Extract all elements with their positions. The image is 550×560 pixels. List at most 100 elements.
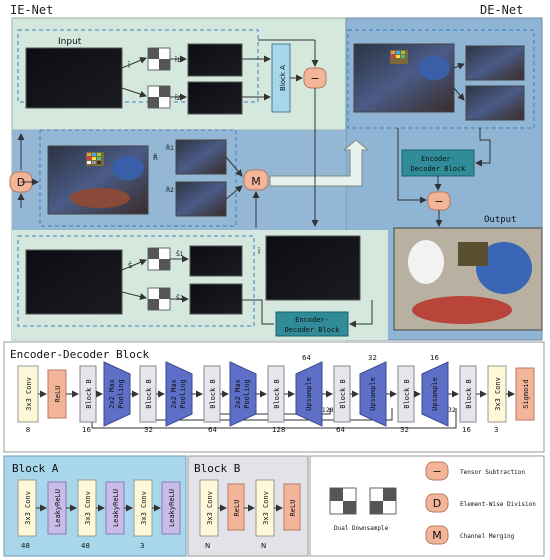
legend-divide-icon: [425, 493, 449, 513]
ed-maxpool-2-l1: 2x2 Max: [170, 379, 178, 409]
ed-relu-label: ReLU: [54, 386, 62, 403]
legend-checker-icon-2: [369, 487, 397, 515]
block-a-conv-3-label: 3x3 Conv: [140, 491, 148, 525]
network-overview: IE-Net DE-Net Input Ĩ Ĩ1 Ĩ2 Block A: [9, 3, 543, 341]
downsampled-image-i2: [187, 81, 243, 115]
ed-maxpool-3-l1: 2x2 Max: [234, 379, 242, 409]
block-b-n2: N: [261, 542, 266, 550]
i1-symbol: Ĩ1: [174, 57, 181, 64]
ed-block-b-5-label: Block B: [339, 379, 347, 409]
block-a-title: Block A: [12, 462, 59, 475]
ed-n16t: 16: [430, 354, 439, 362]
illumination-image-s2: [189, 283, 243, 315]
ed-upsample-3-label: Upsample: [431, 377, 439, 411]
illumination-estimate-image: [265, 235, 361, 301]
blue-plush-shape: [476, 242, 532, 294]
legend-merge-symbol: M: [432, 529, 442, 542]
plush-toy-shape: [112, 156, 144, 180]
ed-upsample-2: [359, 361, 387, 427]
ed-n128: 128: [272, 426, 285, 434]
ed-n32b: 32: [400, 426, 409, 434]
merge-to-de-arrow: [269, 139, 370, 187]
block-a-n48a: 48: [21, 542, 30, 550]
block-b-title: Block B: [194, 462, 241, 475]
ed-block-b-7-label: Block B: [465, 379, 473, 409]
ed-n32c: 32: [448, 407, 456, 414]
block-b-conv-1-label: 3x3 Conv: [206, 491, 214, 525]
ed-n8: 8: [26, 426, 30, 434]
s1-symbol: Ŝ1: [176, 251, 184, 258]
de-output-group-box: [347, 29, 535, 129]
reflectance-group-box: [39, 129, 237, 227]
downsampled-image-i1: [187, 43, 243, 77]
illumination-group-box: [17, 235, 255, 327]
ed-maxpool-3-l2: Pooling: [243, 379, 251, 409]
plush-toy-shape-de: [418, 56, 450, 80]
merge-op: [243, 169, 269, 191]
ie-encoder-decoder-label-1: Encoder-: [295, 316, 329, 324]
block-b-relu-2: [283, 483, 301, 531]
block-a-detail: Block A 3x3 Conv 48 LeakyReLU 3x3 Conv 4…: [3, 455, 187, 557]
block-b-relu-1-label: ReLU: [233, 500, 241, 517]
i2-symbol: Ĩ2: [174, 95, 181, 102]
input-label: Input: [58, 37, 82, 47]
block-a-lrelu-1-label: LeakyReLU: [54, 489, 62, 527]
block-b-relu-1: [227, 483, 245, 531]
ed-n32a: 32: [144, 426, 153, 434]
block-a-n48b: 48: [81, 542, 90, 550]
r1-symbol: R̃1: [166, 145, 174, 152]
i-hat-symbol: Î: [258, 247, 261, 256]
checker-icon-bottom-2: [147, 287, 171, 311]
illumination-image: [25, 249, 123, 315]
color-checker-icon-output: [458, 242, 488, 266]
ed-maxpool-1-l2: Pooling: [117, 379, 125, 409]
legend-channel-merging: Channel Merging: [460, 533, 515, 540]
ed-n3: 3: [494, 426, 498, 434]
ed-maxpool-2: [165, 361, 193, 427]
de-image-1: [465, 45, 525, 81]
block-b-detail: Block B 3x3 Conv N ReLU 3x3 Conv N ReLU: [187, 455, 309, 557]
ed-conv-in-label: 3x3 Conv: [25, 377, 33, 411]
ed-block-b-1-label: Block B: [85, 379, 93, 409]
ed-upsample-1: [295, 361, 323, 427]
color-checker-icon: [86, 152, 104, 166]
block-a-lrelu-2-label: LeakyReLU: [112, 489, 120, 527]
ed-maxpool-3: [229, 361, 257, 427]
de-encoder-decoder-label-2: Decoder Block: [411, 165, 467, 173]
encoder-decoder-title: Encoder-Decoder Block: [10, 348, 149, 361]
block-a-conv-1-label: 3x3 Conv: [24, 491, 32, 525]
block-a-lrelu-3-label: LeakyReLU: [168, 489, 176, 527]
input-low-light-image: [25, 47, 123, 109]
color-checker-icon-de: [390, 50, 408, 64]
white-plush-shape: [408, 240, 444, 284]
ed-n64b: 64: [336, 426, 345, 434]
r2-symbol: R̃2: [166, 187, 174, 194]
ed-n64a: 64: [208, 426, 217, 434]
legend-dual-downsample: Dual Downsample: [334, 525, 389, 532]
ed-upsample-1-label: Upsample: [305, 377, 313, 411]
de-image-2: [465, 85, 525, 121]
ed-sigmoid-label: Sigmoid: [522, 379, 530, 409]
ed-n16a: 16: [82, 426, 91, 434]
legend-merge-icon: [425, 525, 449, 545]
block-a-conv-2-label: 3x3 Conv: [84, 491, 92, 525]
legend-tensor-subtraction: Tensor Subtraction: [460, 469, 525, 476]
ed-block-b-3-label: Block B: [209, 379, 217, 409]
checker-icon-top: [147, 47, 171, 71]
ed-block-b-6-label: Block B: [403, 379, 411, 409]
block-a-n3: 3: [140, 542, 144, 550]
ed-conv-out-label: 3x3 Conv: [494, 377, 502, 411]
block-a-lrelu-3: [161, 481, 181, 535]
ed-maxpool-1: [103, 361, 131, 427]
legend-subtract-icon: [425, 461, 449, 481]
ed-n16b: 16: [462, 426, 471, 434]
ed-maxpool-2-l2: Pooling: [179, 379, 187, 409]
de-encoder-decoder-label-1: Encoder-: [421, 155, 455, 163]
legend: Dual Downsample − Tensor Subtraction D E…: [309, 455, 545, 557]
subtract-op-de-symbol: −: [434, 195, 443, 208]
ie-encoder-decoder-label-2: Decoder Block: [285, 326, 341, 334]
ed-n32t: 32: [368, 354, 377, 362]
fruit-pile-shape: [70, 188, 130, 208]
s-symbol: Ŝ: [128, 261, 133, 270]
